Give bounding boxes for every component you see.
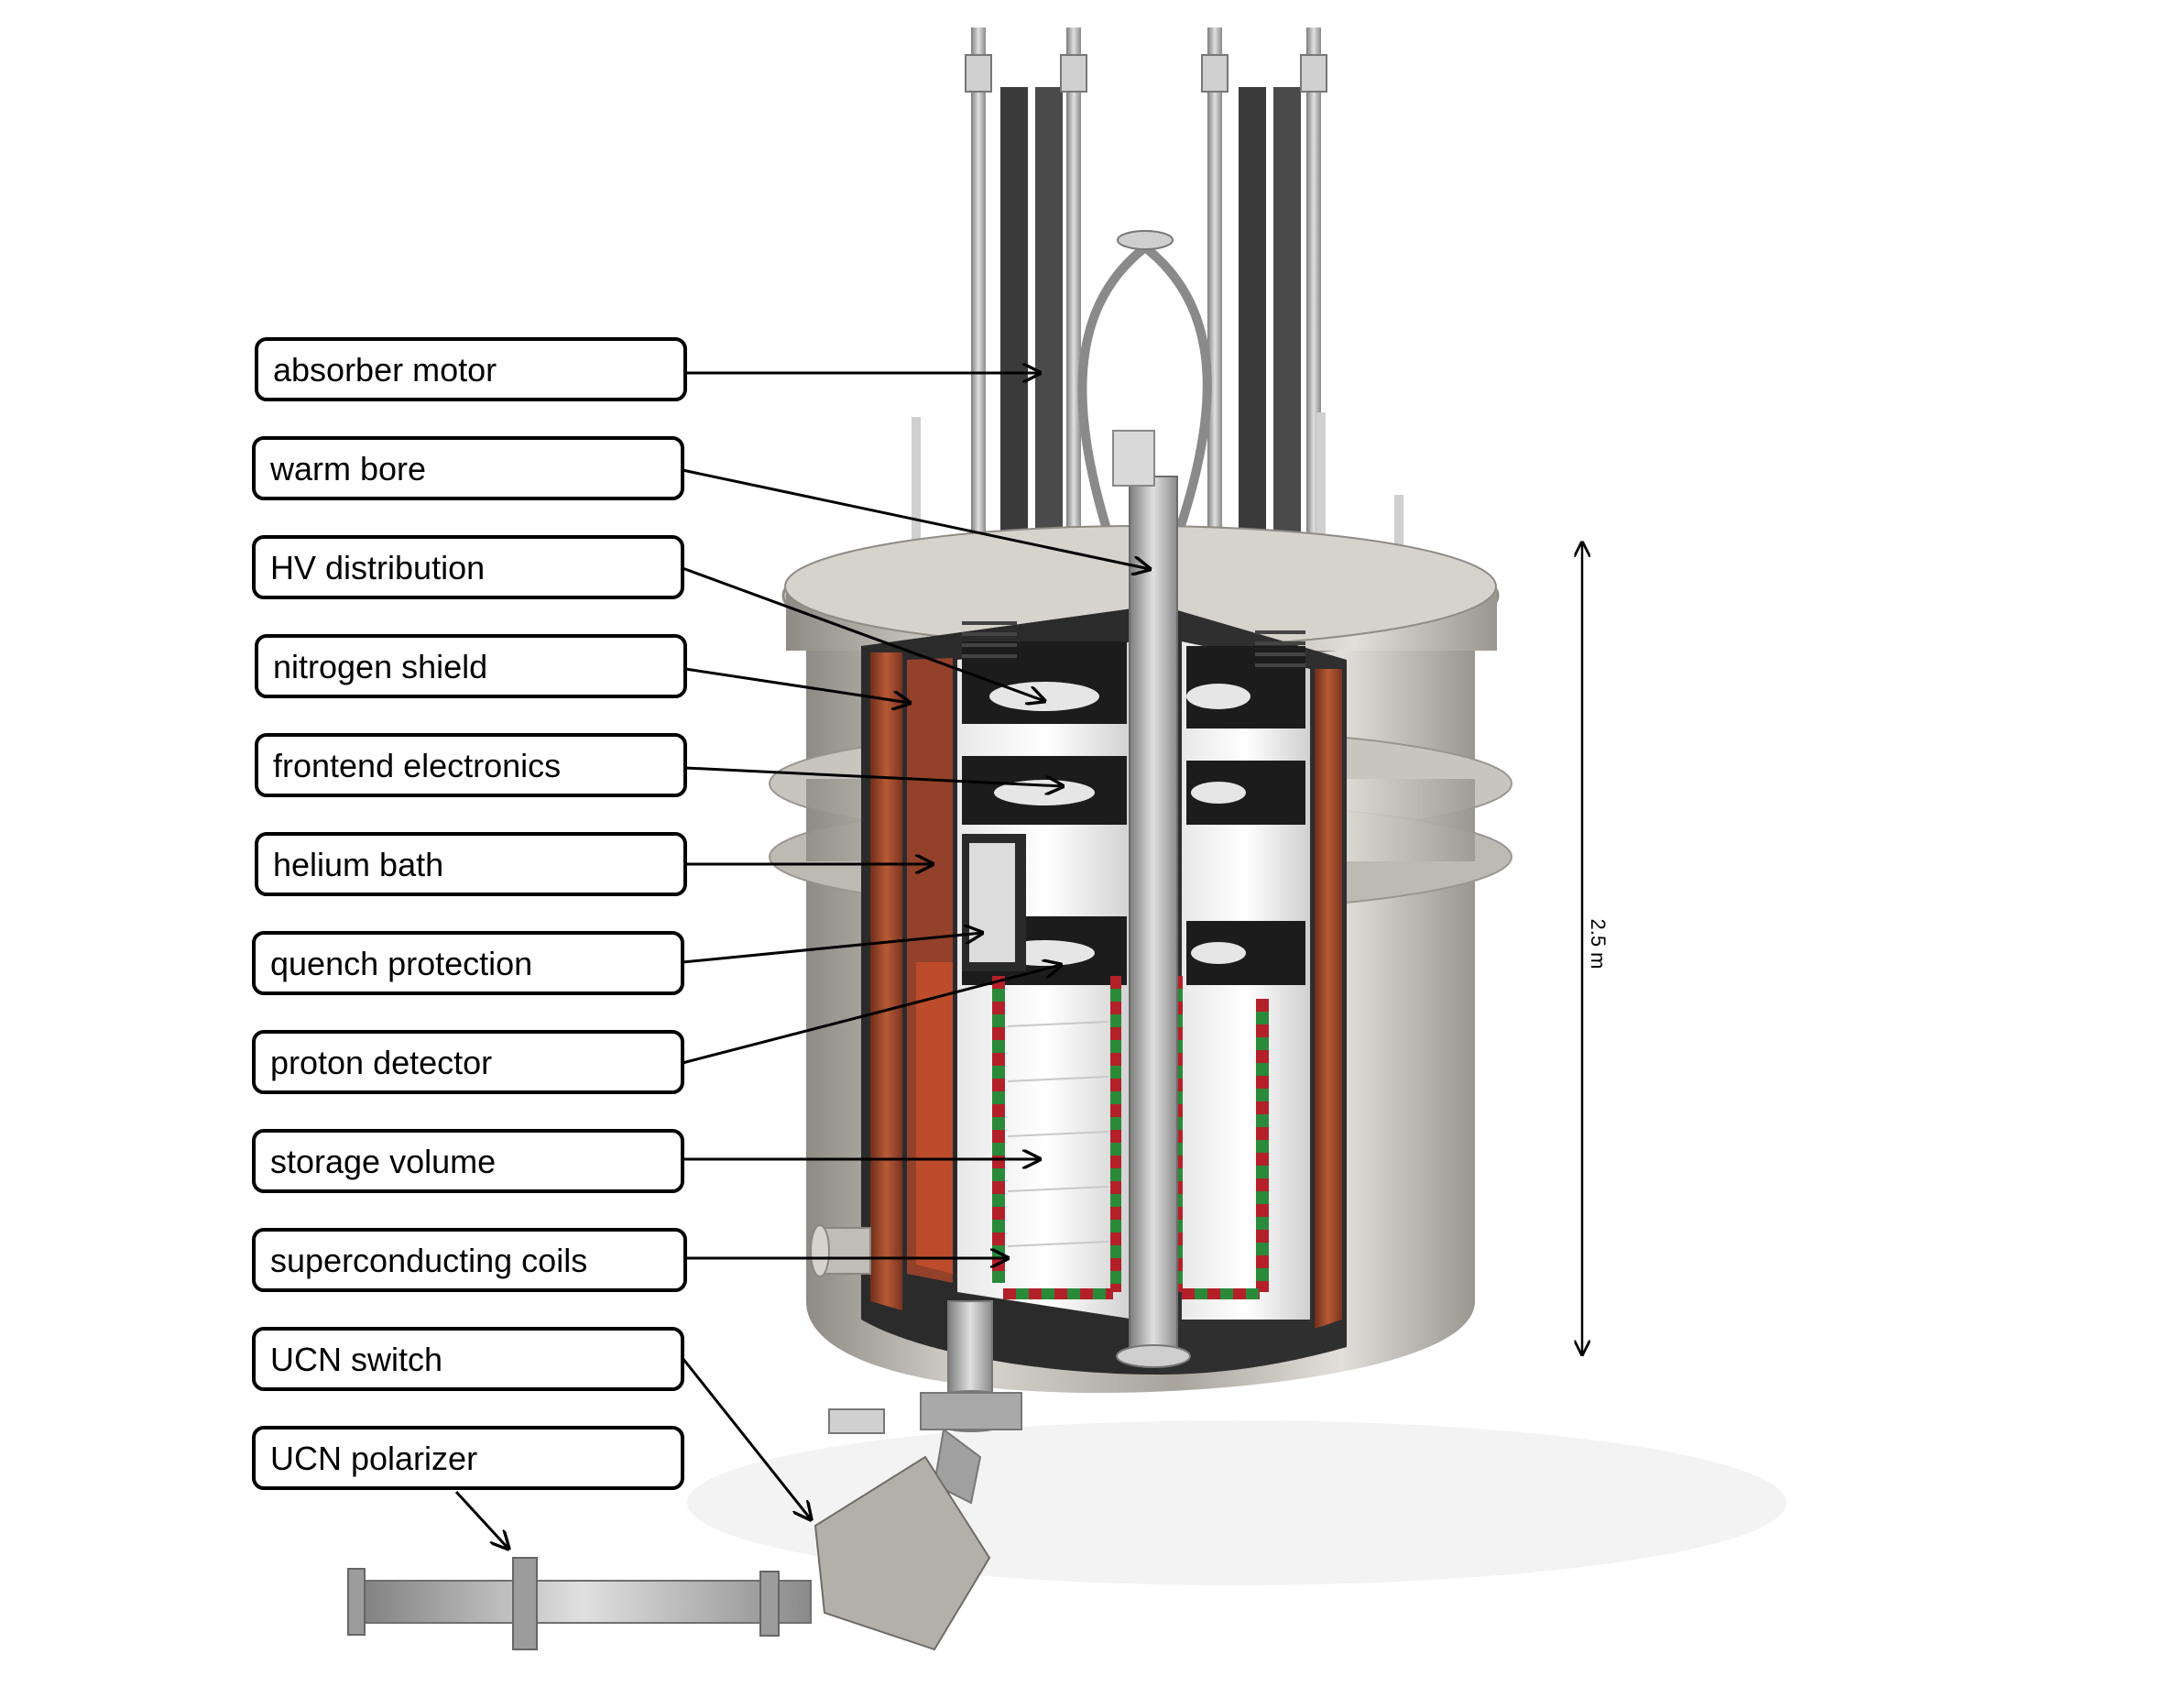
label-ucn-polarizer: UCN polarizer <box>270 1440 477 1477</box>
height-dimension: 2.5 m <box>1582 542 1610 1354</box>
dimension-label: 2.5 m <box>1587 918 1610 969</box>
leader-nitrogen-shield <box>684 667 910 703</box>
label-ucn-switch: UCN switch <box>270 1341 442 1378</box>
leader-frontend-electronics <box>684 766 1063 786</box>
label-boxes: absorber motor warm bore HV distribution… <box>252 337 687 1490</box>
cryostat-illustration <box>347 27 1786 1651</box>
label-storage-volume: storage volume <box>270 1143 496 1180</box>
label-absorber-motor: absorber motor <box>273 351 497 389</box>
label-hv-distribution: HV distribution <box>270 549 485 586</box>
absorber-motor-rods <box>912 27 1403 614</box>
label-superconducting-coils: superconducting coils <box>270 1242 587 1279</box>
label-helium-bath: helium bath <box>273 846 443 883</box>
ucn-beamline <box>347 1300 1022 1651</box>
leader-hv-distribution <box>682 566 1044 701</box>
leader-quench-protection <box>682 933 982 964</box>
leader-lines <box>454 373 1150 1549</box>
label-quench-protection: quench protection <box>270 945 532 982</box>
leader-proton-detector <box>682 965 1061 1065</box>
leader-ucn-switch <box>681 1357 811 1519</box>
leader-ucn-polarizer <box>454 1490 508 1549</box>
bellows <box>962 621 1305 667</box>
leader-warm-bore <box>682 468 1150 569</box>
label-proton-detector: proton detector <box>270 1044 492 1081</box>
label-warm-bore: warm bore <box>269 450 426 487</box>
label-nitrogen-shield: nitrogen shield <box>273 648 487 685</box>
label-frontend-electronics: frontend electronics <box>273 747 561 784</box>
